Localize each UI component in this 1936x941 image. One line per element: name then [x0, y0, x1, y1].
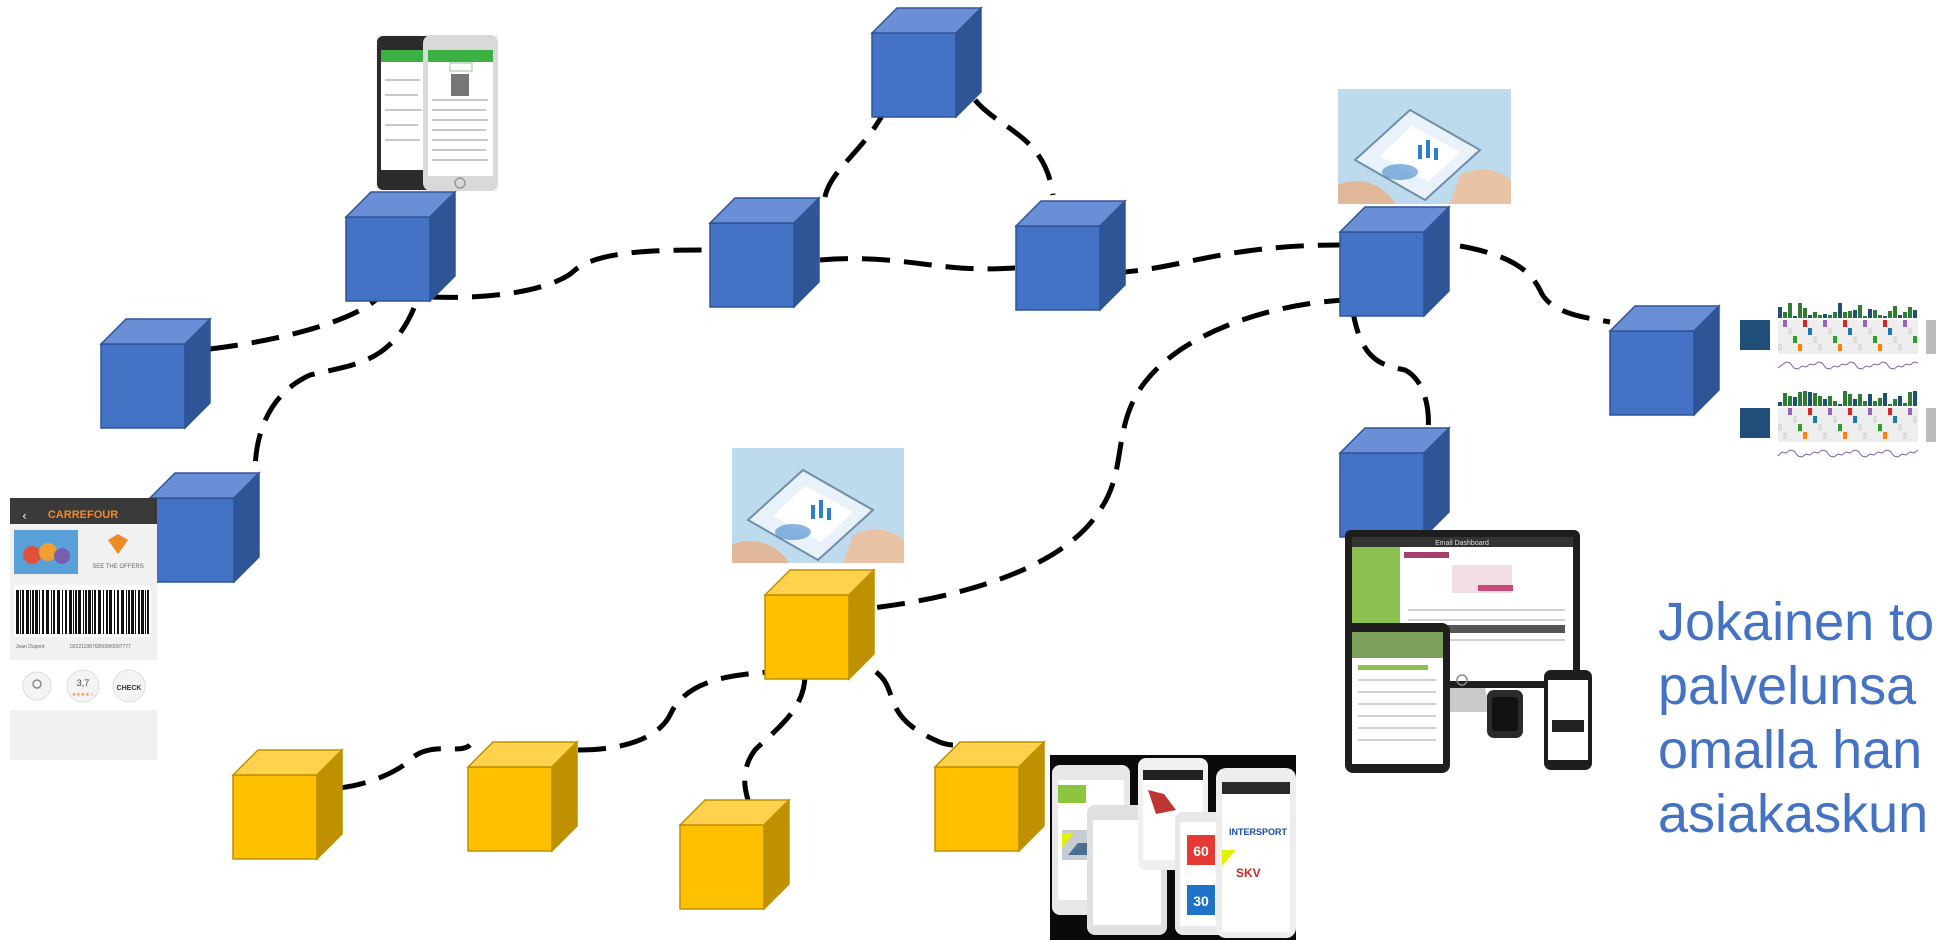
blue-cube [1338, 426, 1451, 539]
email-dashboard-title: Email Dashboard [1435, 540, 1489, 547]
yellow-cube [763, 568, 876, 681]
edge [819, 256, 1016, 272]
badge-60: 60 [1193, 843, 1209, 859]
caption-line-3: omalla han [1658, 720, 1923, 780]
offers-tag-icon [108, 534, 128, 554]
edge [973, 98, 1056, 196]
edges [209, 98, 1611, 801]
caption-line-4: asiakaskun [1658, 784, 1929, 844]
edge [577, 667, 786, 753]
location-pin-icon [32, 679, 42, 689]
edge [874, 670, 956, 748]
blue-cube [708, 196, 821, 309]
edge [1459, 243, 1611, 325]
edge [429, 247, 713, 300]
blue-cube [1338, 205, 1451, 318]
edge [337, 742, 472, 791]
blue-cube [148, 471, 261, 584]
rating-value: 3,7 [77, 678, 90, 688]
power-icon [1456, 674, 1468, 686]
carrefour-app-image: CARREFOUR ‹ SEE THE OFFERS Jean Dupont 0… [10, 498, 157, 760]
caption-line-2: palvelunsa [1658, 656, 1917, 716]
card-number: 0222119876850000007777 [70, 644, 131, 650]
rating-stars-icon: ★★★★☆ [72, 692, 95, 698]
cubes [99, 6, 1721, 911]
caption-text: Jokainen to palvelunsa omalla han asiaka… [1658, 590, 1936, 846]
edge [822, 108, 888, 198]
check-label: CHECK [117, 685, 142, 692]
blue-cube [99, 317, 212, 430]
intersport-brand: INTERSPORT [1229, 827, 1288, 837]
tablet-photo-center [732, 448, 904, 563]
yellow-cube [231, 748, 344, 861]
badge-30: 30 [1193, 893, 1209, 909]
phone-app-image [376, 35, 498, 191]
blue-cube [344, 190, 457, 303]
edge [871, 297, 1353, 611]
edge [252, 307, 417, 476]
yellow-cube [466, 740, 579, 853]
carrefour-header: CARREFOUR [48, 509, 118, 521]
blue-cube [870, 6, 983, 119]
edge [1349, 305, 1431, 431]
yellow-cube [933, 740, 1046, 853]
caption-line-1: Jokainen to [1658, 592, 1935, 652]
card-holder: Jean Dupont [16, 644, 45, 650]
email-dashboard-image: Email Dashboard [1345, 530, 1592, 773]
blue-cube [1014, 199, 1127, 312]
edge [742, 674, 808, 801]
tablet-photo-right [1338, 89, 1511, 204]
skv-brand: SKV [1236, 866, 1261, 880]
back-arrow-icon: ‹ [22, 509, 27, 523]
edge [209, 296, 380, 352]
barcode [16, 590, 149, 634]
retail-apps-image: INTERSPORT SKV 60 30 [1050, 755, 1296, 940]
yellow-cube [678, 798, 791, 911]
edge [1109, 242, 1341, 276]
blue-cube [1608, 304, 1721, 417]
offers-label: SEE THE OFFERS [92, 564, 144, 570]
heatmap-charts-image [1736, 290, 1936, 470]
